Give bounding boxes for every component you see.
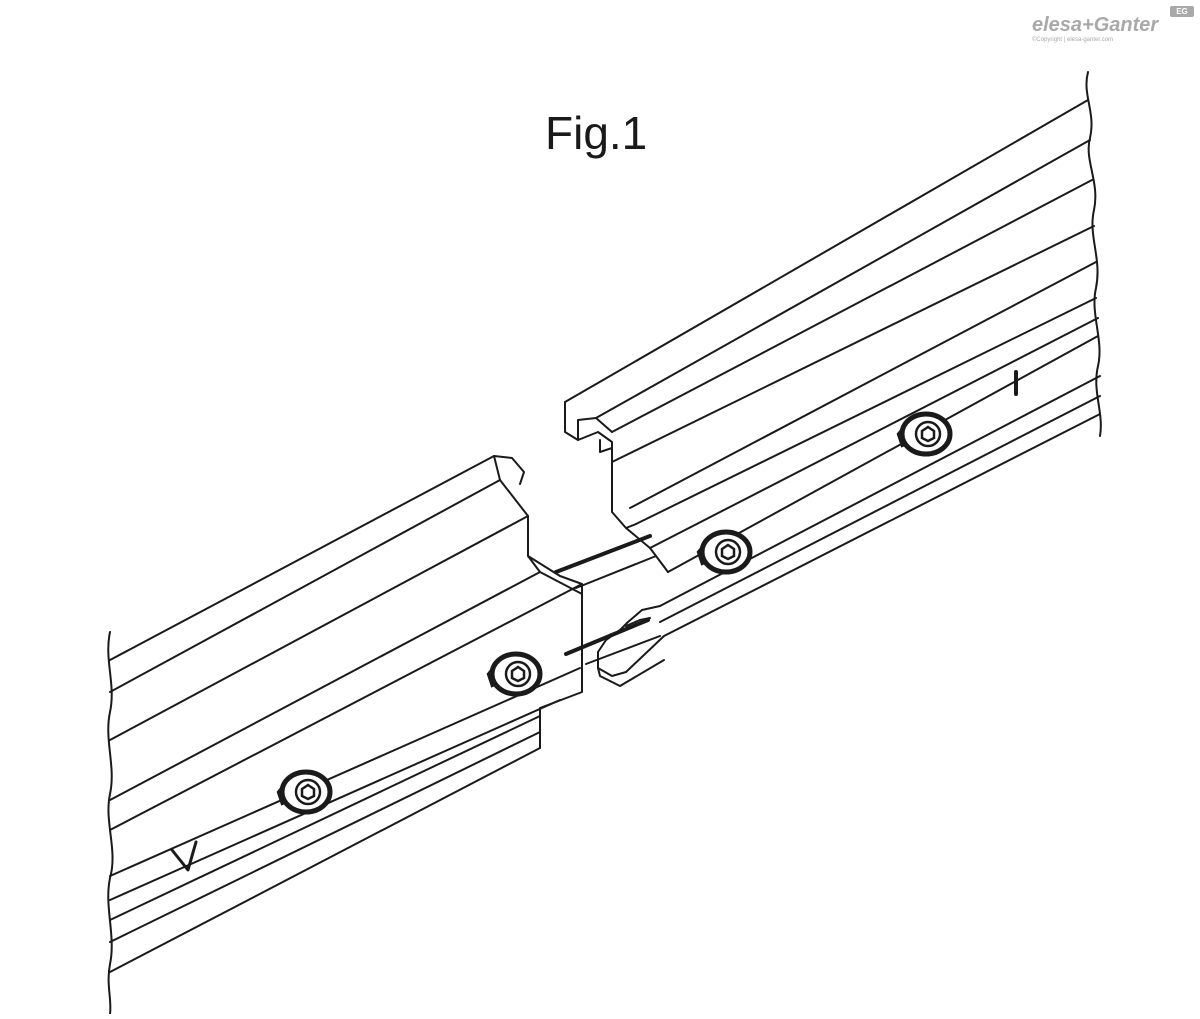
screw-icon xyxy=(486,651,543,697)
screws xyxy=(276,411,953,815)
brand-badge: EG xyxy=(1170,6,1194,17)
screw-icon xyxy=(696,529,753,575)
brand-logo: elesa+Ganter EG ©Copyright | elesa-gante… xyxy=(1030,6,1198,44)
brand-copyright: ©Copyright | elesa-ganter.com xyxy=(1032,37,1114,43)
screw-icon xyxy=(896,411,953,457)
brand-logo-text: elesa+Ganter xyxy=(1032,14,1159,36)
left-profile xyxy=(107,455,583,1015)
right-profile xyxy=(564,71,1102,687)
figure-title: Fig.1 xyxy=(545,107,648,159)
screw-icon xyxy=(276,769,333,815)
connector-bars xyxy=(554,534,661,665)
